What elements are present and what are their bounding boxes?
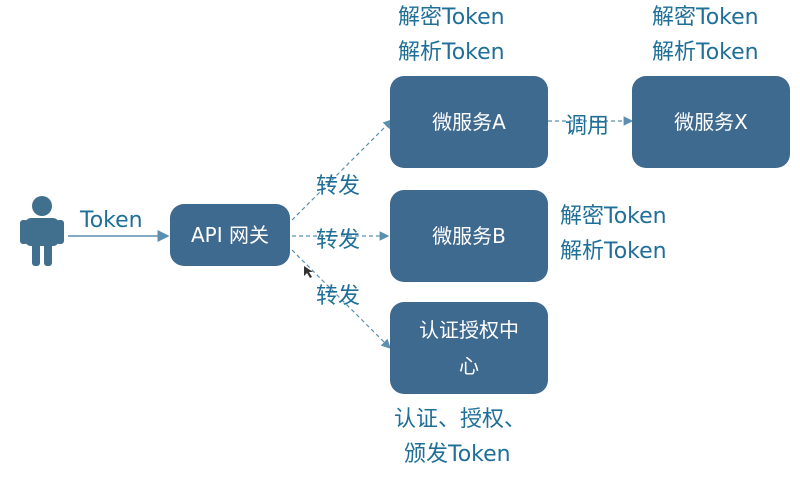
auth-center-label-line1: 认证授权中 — [419, 318, 519, 342]
service-b-notes: 解密Token 解析Token — [560, 199, 667, 269]
api-gateway-node: API 网关 — [170, 204, 290, 266]
api-gateway-label: API 网关 — [191, 223, 269, 247]
service-x-note-parse: 解析Token — [652, 40, 759, 65]
auth-center-label-line2: 心 — [459, 354, 479, 378]
service-b-note-parse: 解析Token — [560, 239, 667, 264]
forward-label-auth: 转发 — [316, 284, 361, 309]
service-x-node: 微服务X — [632, 76, 790, 168]
auth-center-note-line1: 认证、授权、 — [394, 407, 527, 432]
service-a-node: 微服务A — [390, 76, 548, 168]
service-b-node: 微服务B — [390, 190, 548, 282]
gateway-to-auth-center-arrow — [291, 249, 391, 349]
forward-label-b: 转发 — [316, 228, 361, 253]
gateway-to-service-a-arrow — [291, 119, 393, 221]
service-a-notes: 解密Token 解析Token — [398, 0, 505, 70]
service-b-label: 微服务B — [432, 224, 506, 248]
service-a-label: 微服务A — [432, 110, 506, 134]
service-a-note-decrypt: 解密Token — [398, 5, 505, 30]
service-b-note-decrypt: 解密Token — [560, 204, 667, 229]
service-x-label: 微服务X — [674, 110, 748, 134]
invoke-label: 调用 — [565, 114, 610, 139]
forward-label-a: 转发 — [316, 174, 361, 199]
token-edge-label: Token — [80, 208, 143, 233]
service-x-note-decrypt: 解密Token — [652, 5, 759, 30]
auth-center-note-line2: 颁发Token — [404, 442, 511, 467]
auth-center-node: 认证授权中 心 — [390, 302, 548, 394]
auth-center-notes: 认证、授权、 颁发Token — [394, 402, 526, 472]
service-x-notes: 解密Token 解析Token — [652, 0, 759, 70]
user-icon — [20, 196, 64, 266]
service-a-note-parse: 解析Token — [398, 40, 505, 65]
mouse-cursor-icon — [304, 266, 313, 278]
